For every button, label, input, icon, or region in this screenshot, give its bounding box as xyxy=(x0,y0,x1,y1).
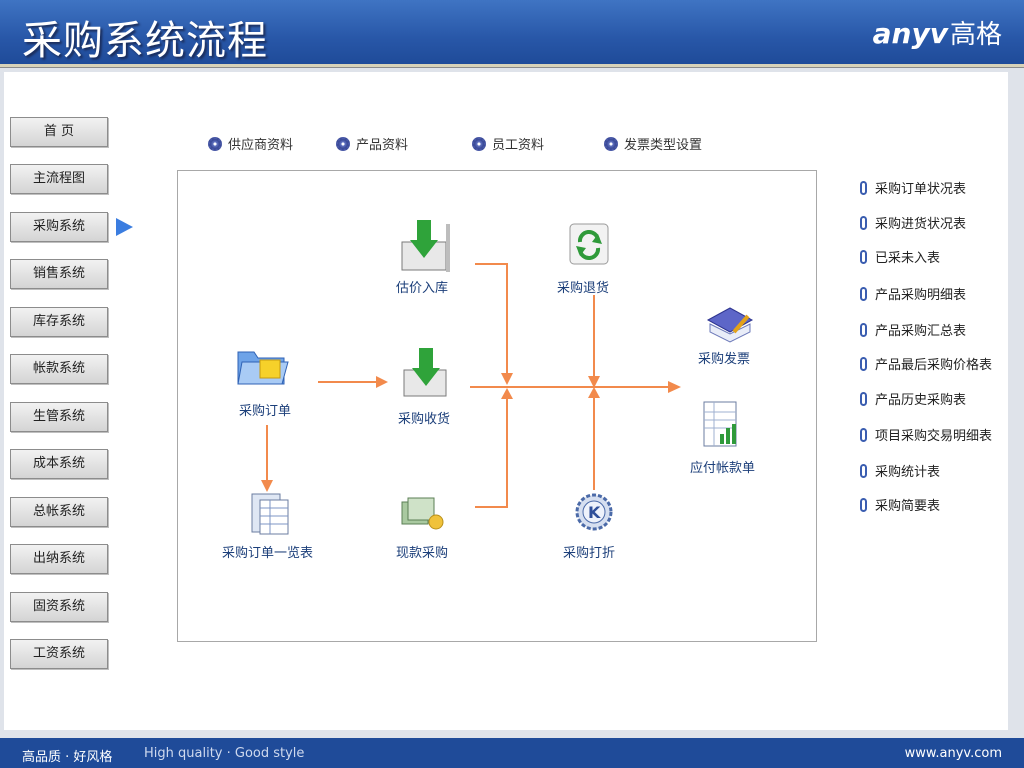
supplier-data-link[interactable]: 供应商资料 xyxy=(208,134,293,153)
download-tray-icon xyxy=(403,348,447,397)
nav-cashier-button[interactable]: 出纳系统 xyxy=(10,544,108,574)
paperclip-icon xyxy=(860,463,867,478)
gear-icon xyxy=(472,136,486,151)
nav-sales-button[interactable]: 销售系统 xyxy=(10,259,108,289)
report-label: 采购简要表 xyxy=(875,499,941,514)
nav-ledger-button[interactable]: 总帐系统 xyxy=(10,497,108,527)
report-history-link[interactable]: 产品历史采购表 xyxy=(860,389,966,408)
report-last-price-link[interactable]: 产品最后采购价格表 xyxy=(860,354,992,373)
receive-label: 采购收货 xyxy=(398,412,451,427)
return-label: 采购退货 xyxy=(557,281,610,296)
header-divider xyxy=(0,64,1024,67)
report-label: 产品采购汇总表 xyxy=(875,324,967,339)
footer-bar: 高品质 · 好风格 High quality · Good style www.… xyxy=(0,738,1024,768)
report-label: 项目采购交易明细表 xyxy=(875,429,993,444)
header-divider-shadow xyxy=(0,67,1024,68)
report-order-status-link[interactable]: 采购订单状况表 xyxy=(860,178,966,197)
nav-purchase-button[interactable]: 采购系统 xyxy=(10,212,108,242)
report-product-detail-link[interactable]: 产品采购明细表 xyxy=(860,284,966,303)
report-label: 采购订单状况表 xyxy=(875,182,967,197)
footer-url: www.anyv.com xyxy=(904,746,1002,761)
header-bar: 采购系统流程 anyv高格 xyxy=(0,0,1024,64)
brand-logo: anyv高格 xyxy=(873,14,1002,51)
footer-tagline: 高品质 · 好风格 xyxy=(22,750,113,765)
cash-purchase-label: 现款采购 xyxy=(396,546,449,561)
logo-cn: 高格 xyxy=(949,20,1002,50)
svg-text:K: K xyxy=(588,503,601,522)
paperclip-icon xyxy=(860,427,867,442)
paperclip-icon xyxy=(860,215,867,230)
paperclip-icon xyxy=(860,249,867,264)
k-gear-icon: K xyxy=(575,493,613,531)
nav-main-flow-button[interactable]: 主流程图 xyxy=(10,164,108,194)
report-project-detail-link[interactable]: 项目采购交易明细表 xyxy=(860,425,992,444)
invoice-label: 采购发票 xyxy=(698,352,751,367)
invoice-type-settings-label: 发票类型设置 xyxy=(624,138,703,153)
page-title: 采购系统流程 xyxy=(22,18,268,64)
employee-data-link[interactable]: 员工资料 xyxy=(472,134,544,153)
footer-slogan: High quality · Good style xyxy=(144,746,305,761)
report-brief-link[interactable]: 采购简要表 xyxy=(860,495,940,514)
payable-label: 应付帐款单 xyxy=(690,461,756,476)
report-label: 产品历史采购表 xyxy=(875,393,967,408)
paperclip-icon xyxy=(860,286,867,301)
download-tray-icon xyxy=(401,220,450,272)
nav-inventory-button[interactable]: 库存系统 xyxy=(10,307,108,337)
report-receiving-status-link[interactable]: 采购进货状况表 xyxy=(860,213,966,232)
gear-icon xyxy=(604,136,618,151)
report-statistics-link[interactable]: 采购统计表 xyxy=(860,461,940,480)
logo-text: anyv xyxy=(872,17,948,50)
paperclip-icon xyxy=(860,356,867,371)
nav-accounts-button[interactable]: 帐款系统 xyxy=(10,354,108,384)
report-label: 采购统计表 xyxy=(875,465,941,480)
folder-icon xyxy=(237,351,289,385)
order-list-label: 采购订单一览表 xyxy=(222,546,314,561)
nav-home-button[interactable]: 首 页 xyxy=(10,117,108,147)
gear-icon xyxy=(336,136,350,151)
nav-fixed-assets-button[interactable]: 固资系统 xyxy=(10,592,108,622)
paperclip-icon xyxy=(860,497,867,512)
report-label: 产品采购明细表 xyxy=(875,288,967,303)
cash-stack-icon xyxy=(401,497,444,530)
spreadsheet-icon xyxy=(251,493,289,535)
purchase-order-label: 采购订单 xyxy=(239,404,292,419)
report-label: 采购进货状况表 xyxy=(875,217,967,232)
estimate-in-label: 估价入库 xyxy=(396,281,449,296)
report-label: 产品最后采购价格表 xyxy=(875,358,993,373)
invoice-pencil-icon xyxy=(706,307,754,343)
paperclip-icon xyxy=(860,322,867,337)
report-not-received-link[interactable]: 已采未入表 xyxy=(860,247,940,266)
paperclip-icon xyxy=(860,391,867,406)
refresh-icon xyxy=(569,223,609,265)
report-chart-icon xyxy=(703,401,737,447)
paperclip-icon xyxy=(860,180,867,195)
active-nav-indicator-icon xyxy=(116,218,133,236)
product-data-link[interactable]: 产品资料 xyxy=(336,134,408,153)
report-label: 已采未入表 xyxy=(875,251,941,266)
employee-data-label: 员工资料 xyxy=(492,138,545,153)
gear-icon xyxy=(208,136,222,151)
nav-cost-button[interactable]: 成本系统 xyxy=(10,449,108,479)
invoice-type-settings-link[interactable]: 发票类型设置 xyxy=(604,134,702,153)
report-product-summary-link[interactable]: 产品采购汇总表 xyxy=(860,320,966,339)
product-data-label: 产品资料 xyxy=(356,138,409,153)
supplier-data-label: 供应商资料 xyxy=(228,138,294,153)
nav-production-button[interactable]: 生管系统 xyxy=(10,402,108,432)
nav-payroll-button[interactable]: 工资系统 xyxy=(10,639,108,669)
discount-label: 采购打折 xyxy=(563,546,616,561)
